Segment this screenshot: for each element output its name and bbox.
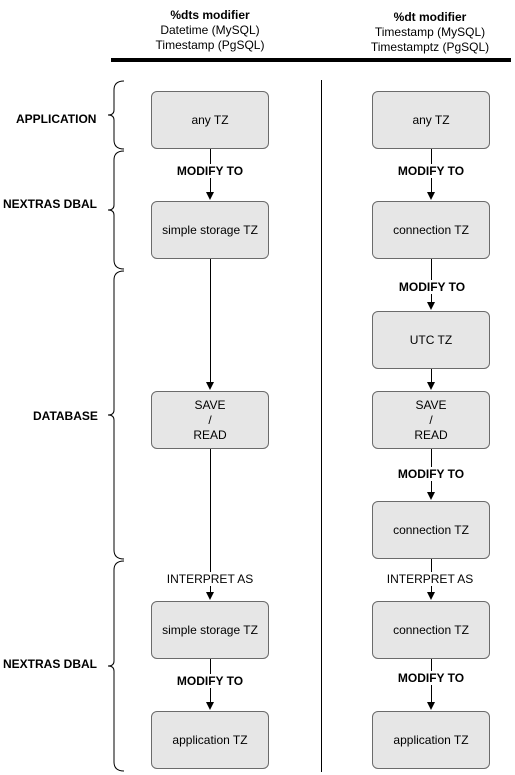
left-arrowhead-3 [206, 592, 214, 600]
left-header-line2: Timestamp (PgSQL) [155, 38, 265, 52]
right-edge-label-modify-3: MODIFY TO [396, 467, 466, 481]
left-box-simple-storage-tz-2: simple storage TZ [151, 601, 269, 659]
left-box-save-read: SAVE / READ [151, 391, 269, 449]
right-header-line1: Timestamp (MySQL) [374, 25, 486, 39]
section-label-application: APPLICATION [16, 112, 97, 126]
right-header-title: %dt modifier [393, 10, 467, 24]
left-arrowhead-4 [206, 702, 214, 710]
left-box-any-tz: any TZ [151, 91, 269, 149]
right-edge-label-interpret: INTERPRET AS [385, 572, 475, 586]
right-box-connection-tz-3: connection TZ [372, 601, 490, 659]
brace-application [104, 80, 128, 150]
header-rule [111, 58, 511, 62]
right-edge-label-modify-4: MODIFY TO [396, 671, 466, 685]
left-box-application-tz: application TZ [151, 711, 269, 769]
left-header-line1: Datetime (MySQL) [160, 23, 260, 37]
left-connector-3 [210, 449, 211, 592]
left-header-title: %dts modifier [170, 8, 250, 22]
right-arrowhead-4 [427, 492, 435, 500]
right-header-line2: Timestamptz (PgSQL) [370, 40, 490, 54]
right-edge-label-modify-1: MODIFY TO [396, 164, 466, 178]
right-box-utc-tz-label: UTC TZ [409, 332, 453, 347]
right-box-connection-tz-2-label: connection TZ [393, 522, 469, 537]
right-box-any-tz: any TZ [372, 91, 490, 149]
right-box-application-tz-label: application TZ [393, 732, 469, 747]
right-column-header: %dt modifier Timestamp (MySQL) Timestamp… [360, 10, 500, 55]
left-edge-label-interpret: INTERPRET AS [165, 572, 255, 586]
left-edge-label-modify-2: MODIFY TO [175, 674, 245, 688]
left-box-any-tz-label: any TZ [191, 112, 229, 127]
left-box-application-tz-label: application TZ [172, 732, 248, 747]
left-column-header: %dts modifier Datetime (MySQL) Timestamp… [150, 8, 270, 53]
left-arrowhead-1 [206, 192, 214, 200]
right-box-any-tz-label: any TZ [412, 112, 450, 127]
left-arrowhead-2 [206, 382, 214, 390]
brace-database [104, 270, 128, 560]
left-box-simple-storage-tz-2-label: simple storage TZ [162, 622, 258, 637]
left-box-simple-storage-tz: simple storage TZ [151, 201, 269, 259]
right-edge-label-modify-2: MODIFY TO [397, 280, 467, 294]
right-box-connection-tz-3-label: connection TZ [393, 622, 469, 637]
left-box-save-read-label: SAVE / READ [193, 397, 227, 442]
right-arrowhead-6 [427, 702, 435, 710]
right-arrowhead-1 [427, 192, 435, 200]
right-arrowhead-5 [427, 592, 435, 600]
left-box-simple-storage-tz-label: simple storage TZ [162, 222, 258, 237]
section-label-database: DATABASE [33, 409, 98, 423]
section-label-dbal-top: NEXTRAS DBAL [3, 197, 98, 211]
right-arrowhead-2 [427, 302, 435, 310]
brace-dbal-bottom [104, 560, 128, 772]
right-box-application-tz: application TZ [372, 711, 490, 769]
right-arrowhead-3 [427, 382, 435, 390]
right-box-save-read: SAVE / READ [372, 391, 490, 449]
right-box-connection-tz-2: connection TZ [372, 501, 490, 559]
right-box-save-read-label: SAVE / READ [414, 397, 448, 442]
right-box-connection-tz: connection TZ [372, 201, 490, 259]
column-divider [321, 80, 322, 772]
left-connector-2 [210, 259, 211, 382]
right-box-utc-tz: UTC TZ [372, 311, 490, 369]
left-edge-label-modify-1: MODIFY TO [175, 164, 245, 178]
section-label-dbal-bottom: NEXTRAS DBAL [3, 657, 98, 671]
right-box-connection-tz-label: connection TZ [393, 222, 469, 237]
brace-dbal-top [104, 150, 128, 270]
right-connector-3 [431, 369, 432, 382]
